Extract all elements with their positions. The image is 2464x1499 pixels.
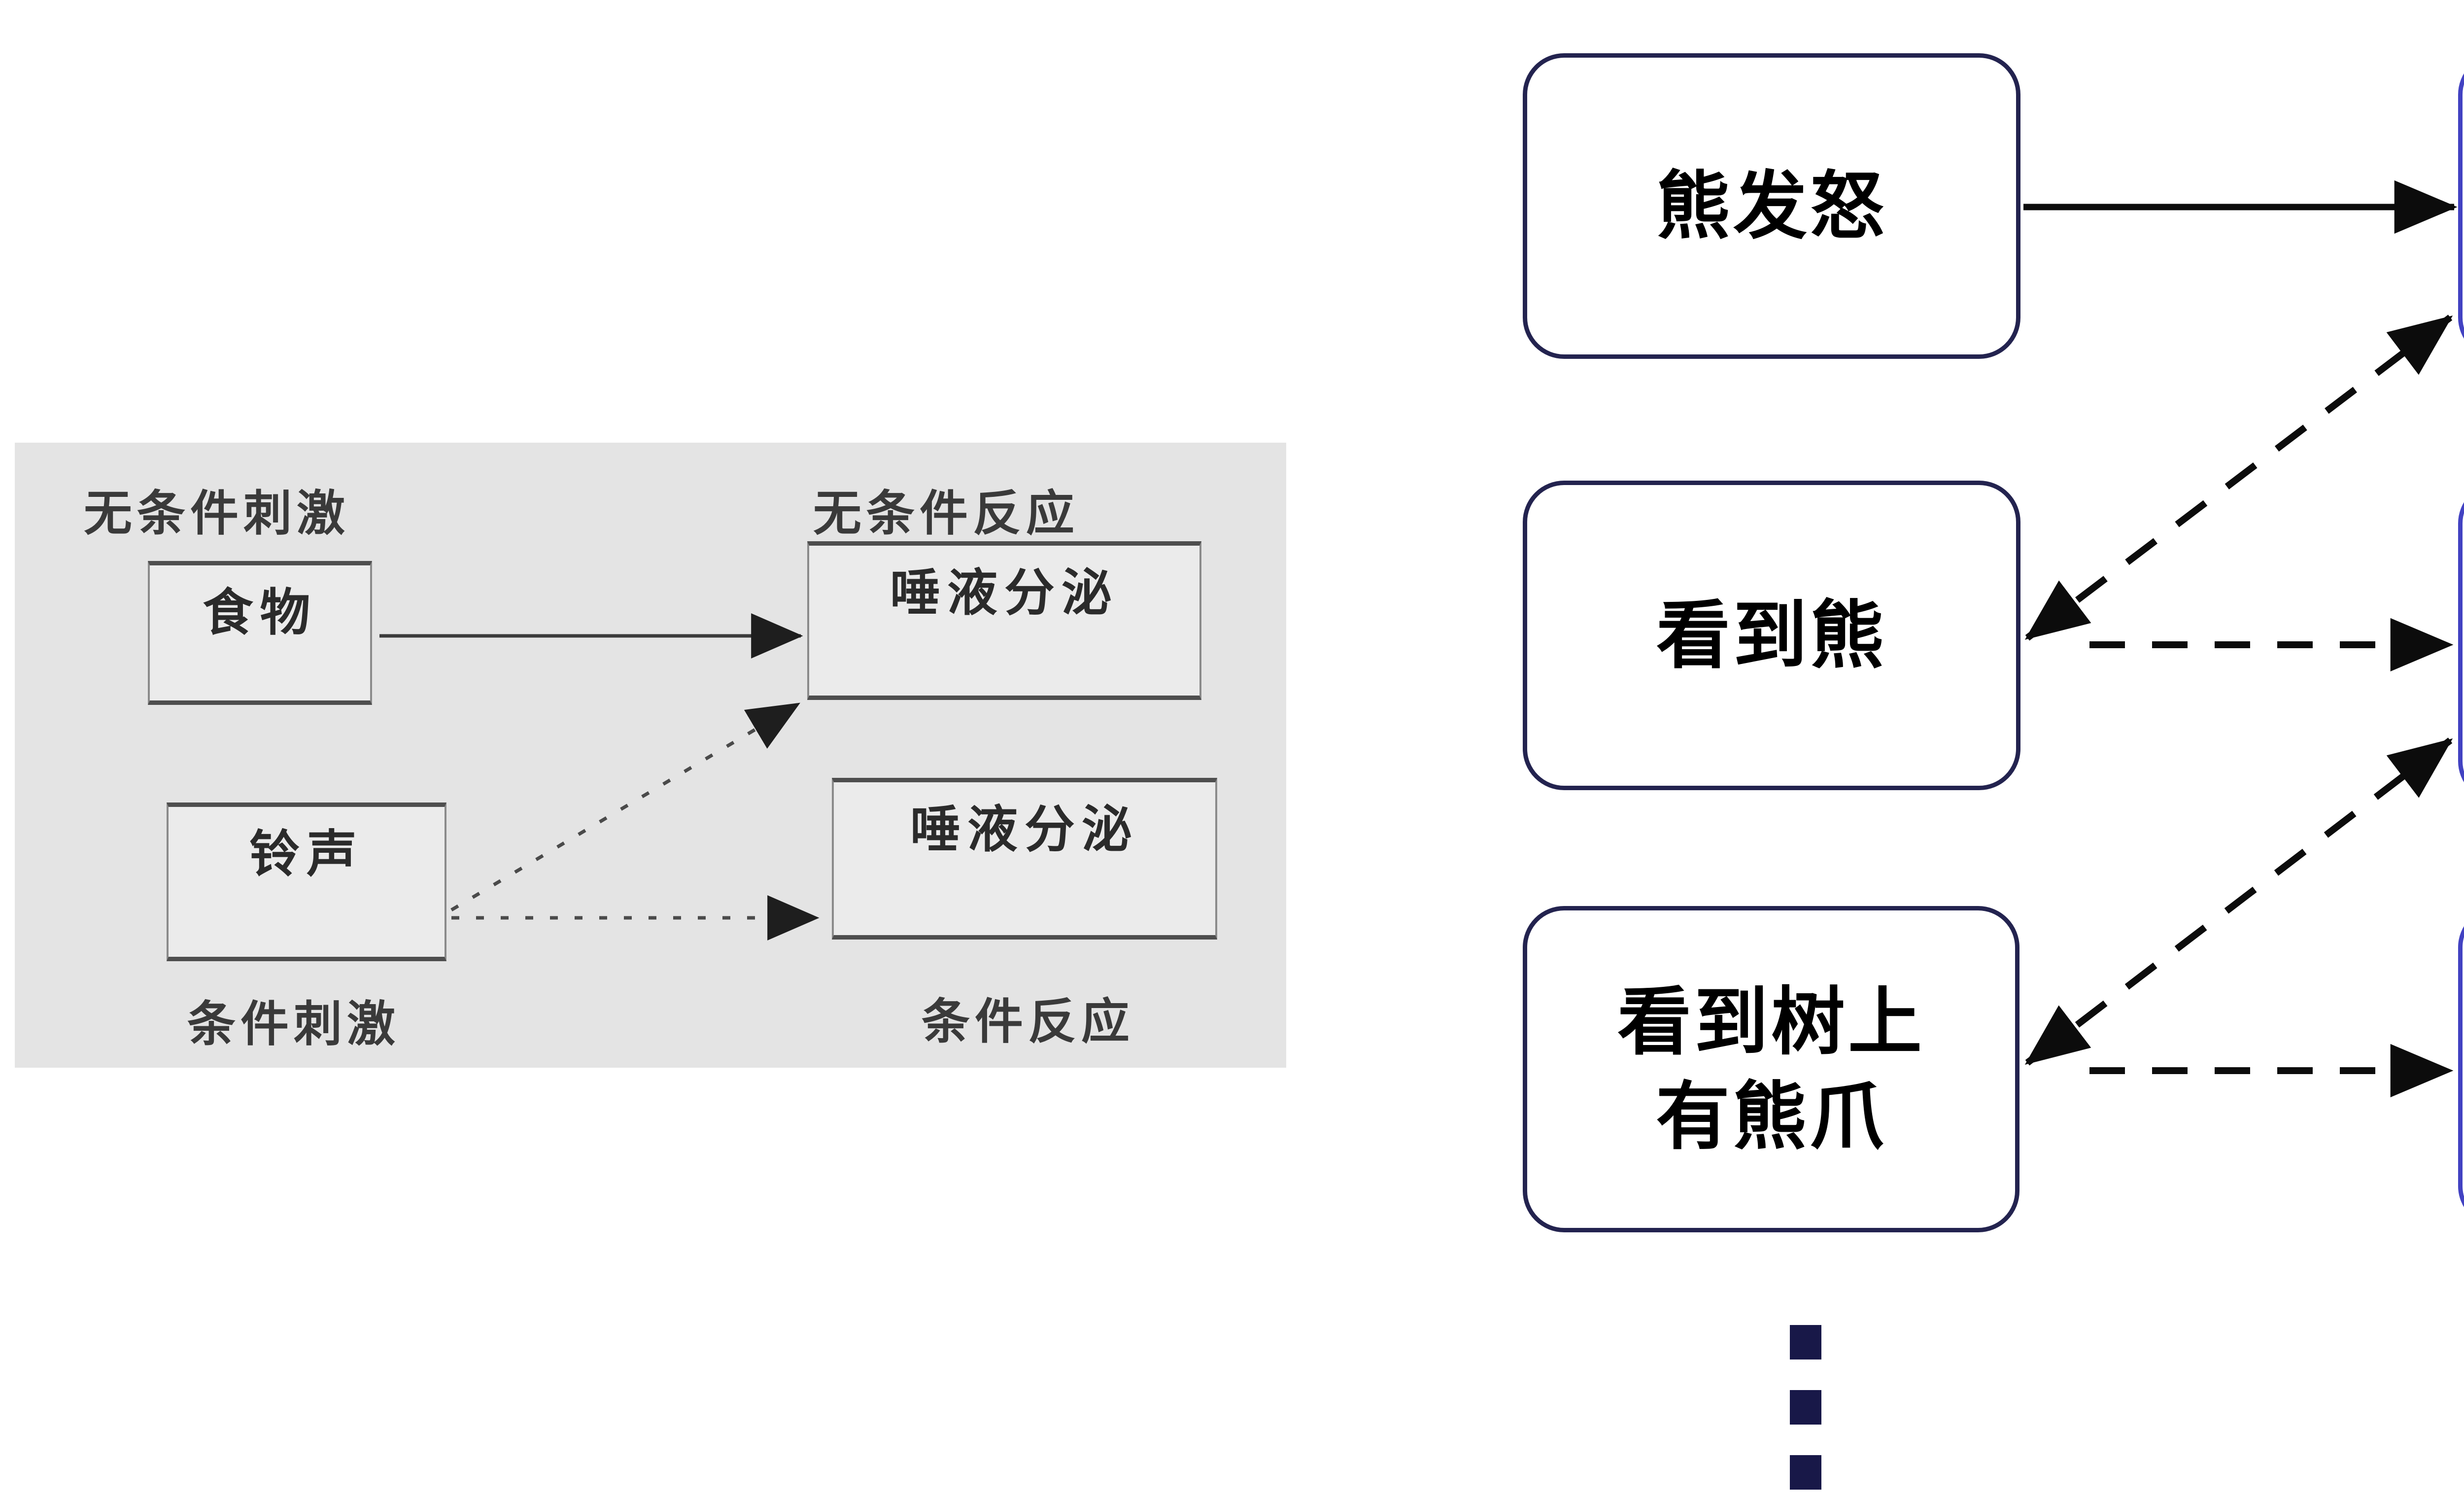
arrow-bear-claw-vs-prime-dashed xyxy=(2024,737,2453,1066)
label-conditioned-response: 条件反应 xyxy=(922,994,1135,1048)
bell-box-label: 铃声 xyxy=(249,826,364,882)
label-conditioned-stimulus: 条件刺激 xyxy=(187,997,401,1051)
value-box-vs: V(s) xyxy=(2458,906,2464,1227)
value-box-vs-prime: V(s′) xyxy=(2458,482,2464,802)
state-box-see-bear: 看到熊 xyxy=(1523,481,2020,790)
salivation-top-box: 唾液分泌 xyxy=(807,541,1201,700)
food-box-label: 食物 xyxy=(203,585,317,641)
salivation-top-label: 唾液分泌 xyxy=(890,565,1119,621)
salivation-bottom-box: 唾液分泌 xyxy=(832,778,1217,940)
label-unconditioned-response: 无条件反应 xyxy=(813,486,1080,540)
arrow-see-bear-reward-dashed xyxy=(2024,314,2453,641)
state-box-bear-angry-label: 熊发怒 xyxy=(1656,165,1887,247)
state-box-bear-claw-label: 看到树上 有熊爪 xyxy=(1617,975,1925,1164)
salivation-bottom-label: 唾液分泌 xyxy=(910,802,1139,858)
ellipsis-dot xyxy=(1790,1390,1821,1425)
label-unconditioned-stimulus: 无条件刺激 xyxy=(84,486,350,540)
vertical-ellipsis-states xyxy=(1790,1325,1821,1490)
state-box-bear-claw-line2: 有熊爪 xyxy=(1655,1075,1886,1158)
bell-box: 铃声 xyxy=(167,802,446,961)
ellipsis-dot xyxy=(1790,1455,1821,1490)
food-box: 食物 xyxy=(148,561,372,705)
state-box-see-bear-label: 看到熊 xyxy=(1656,594,1887,677)
state-box-bear-claw-line1: 看到树上 xyxy=(1617,980,1925,1063)
state-box-bear-claw: 看到树上 有熊爪 xyxy=(1523,906,2019,1232)
ellipsis-dot xyxy=(1790,1325,1821,1360)
value-box-reward: 奖励 xyxy=(2458,53,2464,359)
state-box-bear-angry: 熊发怒 xyxy=(1523,53,2020,359)
